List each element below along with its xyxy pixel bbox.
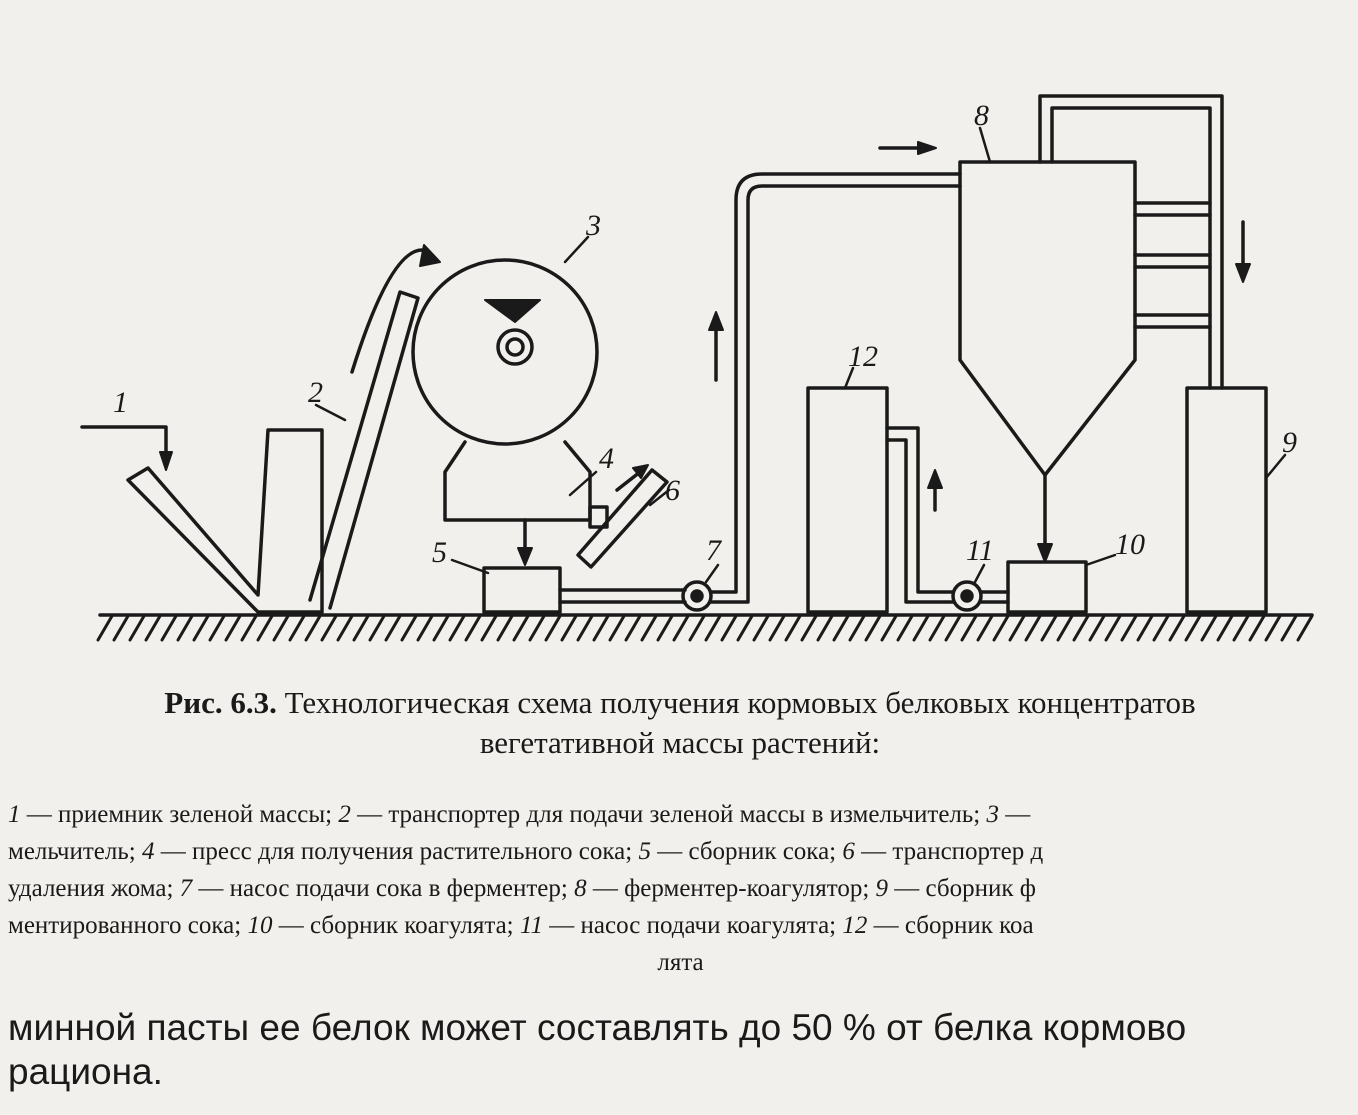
- figure-legend: 1 — приемник зеленой массы; 2 — транспор…: [8, 796, 1353, 981]
- legend-tail: лята: [657, 949, 704, 976]
- pipe-top-loop: [1038, 94, 1224, 390]
- legend-text: мельчитель;: [8, 838, 142, 865]
- legend-num: 7: [179, 875, 193, 902]
- coagulate-collector: [1006, 560, 1088, 614]
- legend-text: — сборник коа: [867, 912, 1034, 939]
- legend-num: 5: [638, 838, 651, 865]
- legend-num: 9: [875, 875, 889, 902]
- caption-line-1: Технологическая схема получения кормовых…: [284, 685, 1196, 720]
- legend-line-2: мельчитель; 4 — пресс для получения раст…: [8, 833, 1353, 870]
- fermenter-coagulator: [958, 160, 1137, 477]
- chopper-inlet: [484, 299, 541, 323]
- label-12: 12: [848, 340, 878, 373]
- label-6: 6: [665, 474, 680, 507]
- legend-num: 1: [8, 801, 21, 828]
- legend-num: 3: [986, 801, 999, 828]
- pipe-juice-to-pump: [558, 588, 687, 604]
- legend-num: 4: [141, 838, 155, 865]
- body-paragraph: минной пасты ее белок может составлять д…: [8, 1006, 1353, 1094]
- legend-num: 11: [519, 912, 544, 939]
- fermented-juice-collector: [1185, 386, 1268, 614]
- leader-lines: [314, 126, 1287, 584]
- cake-arrow: [615, 470, 642, 492]
- label-4: 4: [599, 442, 614, 475]
- chopper-shaft-inner: [505, 337, 525, 357]
- label-9: 9: [1282, 426, 1297, 459]
- legend-text: — сборник сока;: [650, 838, 843, 865]
- process-flow-diagram: 1 2 3 4 5 6 7 8 9 10 11 12: [80, 94, 1314, 642]
- legend-text: удаления жома;: [8, 875, 180, 902]
- label-2: 2: [308, 376, 323, 409]
- legend-text: — ферментер-коагулятор;: [586, 875, 876, 902]
- feed-inlet-arrow: [80, 425, 168, 467]
- legend-text: —: [998, 801, 1031, 828]
- green-mass-conveyor: [308, 290, 420, 610]
- pipe-coagulate-to-pump: [979, 590, 1010, 604]
- figure-caption: Рис. 6.3. Технологическая схема получени…: [10, 683, 1350, 763]
- figure-number: Рис. 6.3.: [164, 685, 277, 720]
- body-line-2: рациона.: [8, 1051, 163, 1092]
- legend-text: — приемник зеленой массы;: [20, 801, 339, 828]
- juice-pump: [681, 580, 713, 612]
- legend-text: — пресс для получения растительного сока…: [154, 838, 639, 865]
- juice-collector: [482, 566, 562, 614]
- pipe-pump-to-fermenter: [709, 172, 962, 594]
- legend-line-3: удаления жома; 7 — насос подачи сока в ф…: [8, 870, 1353, 907]
- cake-removal-conveyor: [576, 468, 669, 569]
- coagulate-pump: [951, 580, 983, 612]
- label-7: 7: [706, 534, 723, 567]
- chopper-shaft-outer: [496, 328, 534, 366]
- coagulate-storage: [806, 386, 889, 614]
- green-mass-receiver: [126, 428, 324, 614]
- label-11: 11: [966, 534, 994, 567]
- legend-text: ментированного сока;: [8, 912, 248, 939]
- legend-num: 8: [574, 875, 587, 902]
- caption-line-2: вегетативной массы растений:: [479, 725, 881, 760]
- label-5: 5: [432, 536, 447, 569]
- legend-line-4: ментированного сока; 10 — сборник коагул…: [8, 907, 1353, 944]
- conveyor-feed-arrow: [350, 248, 432, 374]
- press-motor: [588, 505, 609, 529]
- legend-text: — транспортер д: [854, 838, 1044, 865]
- legend-num: 12: [842, 912, 868, 939]
- legend-num: 10: [247, 912, 273, 939]
- label-10: 10: [1115, 528, 1145, 561]
- legend-text: — сборник ф: [888, 875, 1037, 902]
- body-line-1: минной пасты ее белок может составлять д…: [8, 1007, 1187, 1048]
- chopper-drum: [411, 258, 599, 446]
- label-3: 3: [585, 209, 601, 242]
- legend-num: 2: [338, 801, 351, 828]
- label-8: 8: [974, 99, 989, 132]
- legend-text: — сборник коагулята;: [272, 912, 520, 939]
- legend-line-1: 1 — приемник зеленой массы; 2 — транспор…: [8, 796, 1353, 833]
- pipe-pump-to-coagulate-collector: [885, 426, 955, 604]
- floor-hatching: [96, 614, 1314, 642]
- legend-text: — насос подачи сока в ферментер;: [192, 875, 575, 902]
- legend-num: 6: [842, 838, 855, 865]
- label-1: 1: [113, 386, 128, 419]
- legend-text: — насос подачи коагулята;: [543, 912, 843, 939]
- juice-press: [443, 440, 592, 522]
- legend-text: — транспортер для подачи зеленой массы в…: [350, 801, 987, 828]
- pipe-side-taps: [1133, 201, 1212, 329]
